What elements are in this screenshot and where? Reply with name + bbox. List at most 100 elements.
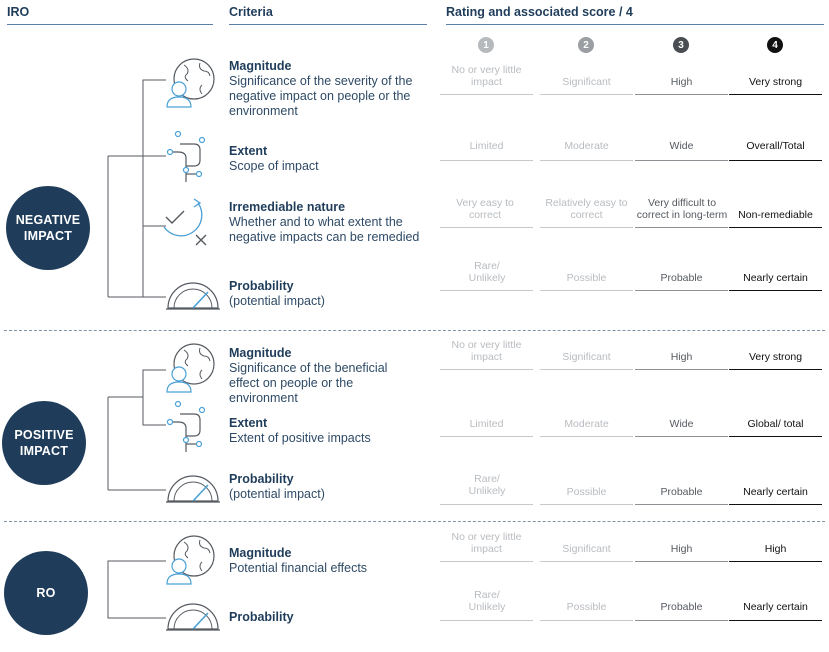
rating-underline (635, 160, 728, 161)
score-badge-4: 4 (767, 37, 783, 53)
rating-cell: Rare/ Unlikely (468, 260, 506, 284)
criterion-description: Significance of the beneficial effect on… (229, 361, 388, 405)
score-badge-3: 3 (673, 37, 689, 53)
rating-underline (540, 561, 633, 562)
rating-underline (540, 160, 633, 161)
rating-underline (729, 369, 822, 370)
rating-cell: Non-remediable (738, 209, 813, 221)
criteria-header: Criteria (229, 5, 273, 19)
rating-cell: Significant (562, 351, 611, 363)
rating-cell: High (670, 543, 693, 555)
rating-underline (635, 369, 728, 370)
rating-cell: Very difficult to correct in long-term (636, 197, 728, 221)
rating-underline (440, 561, 533, 562)
group-label: RO (36, 586, 56, 600)
criterion-description: Whether and to what extent the negative … (229, 215, 420, 244)
criterion-description: (potential impact) (229, 487, 325, 501)
gauge-icon (166, 282, 220, 310)
criterion-title: Irremediable nature (229, 200, 346, 214)
gauge-icon (166, 603, 220, 631)
rating-cell: No or very little impact (451, 531, 522, 555)
rating-underline (729, 290, 822, 291)
rating-underline (440, 227, 533, 228)
criterion-description: Potential financial effects (229, 561, 368, 575)
rating-cell: Very strong (748, 351, 803, 363)
rating-underline (440, 94, 533, 95)
globe-person-icon (166, 58, 215, 108)
globe-person-icon (166, 343, 215, 393)
rating-cell: Global/ total (747, 418, 804, 430)
rating-cell: No or very little impact (451, 339, 522, 363)
rating-underline (729, 561, 822, 562)
rating-underline (729, 620, 822, 621)
rating-cell: Probable (660, 601, 703, 613)
iro-header: IRO (7, 5, 30, 19)
rating-underline (729, 227, 822, 228)
criterion-title: Probability (229, 610, 294, 624)
rating-underline (540, 227, 633, 228)
rating-underline (440, 504, 533, 505)
negative-impact-circle: NEGATIVE IMPACT (6, 186, 90, 270)
group-label: NEGATIVE IMPACT (15, 213, 81, 243)
rating-underline (635, 504, 728, 505)
rating-cell: Significant (562, 543, 611, 555)
rating-cell: Possible (566, 272, 607, 284)
criterion-title: Probability (229, 472, 294, 486)
rating-underline (635, 561, 728, 562)
rating-cell: Overall/Total (746, 140, 805, 152)
score-badge-1: 1 (478, 37, 494, 53)
score-badge-2: 2 (578, 37, 594, 53)
rating-underline (635, 94, 728, 95)
rating-underline (729, 436, 822, 437)
rating-underline (635, 436, 728, 437)
criterion-title: Extent (229, 416, 268, 430)
rating-cell: Limited (469, 140, 504, 152)
rating-underline (440, 160, 533, 161)
rating-cell: Rare/ Unlikely (468, 473, 506, 497)
criterion-description: Significance of the severity of the nega… (229, 74, 413, 118)
rating-cell: High (764, 543, 787, 555)
rating-cell: Limited (469, 418, 504, 430)
criterion-description: Scope of impact (229, 159, 319, 173)
rating-cell: Wide (669, 418, 694, 430)
rating-underline (540, 504, 633, 505)
ro-circle: RO (4, 551, 88, 635)
group-separator (4, 521, 825, 522)
rating-underline (635, 290, 728, 291)
group-separator (4, 330, 825, 331)
rating-underline (635, 227, 728, 228)
rating-underline (440, 436, 533, 437)
rating-cell: Relatively easy to correct (545, 197, 628, 221)
rating-underline (729, 160, 822, 161)
group-label: POSITIVE IMPACT (14, 428, 74, 458)
rating-cell: Very easy to correct (456, 197, 514, 221)
rating-header-rule (446, 24, 824, 25)
tree-branch-icon (166, 130, 206, 182)
rating-cell: Wide (669, 140, 694, 152)
criterion-title: Magnitude (229, 346, 292, 360)
globe-person-icon (166, 535, 215, 585)
gauge-icon (166, 475, 220, 503)
criterion-title: Extent (229, 144, 268, 158)
rating-cell: Nearly certain (743, 486, 808, 498)
rating-underline (540, 436, 633, 437)
rating-underline (540, 290, 633, 291)
rating-cell: No or very little impact (451, 64, 522, 88)
criterion-description: (potential impact) (229, 294, 325, 308)
rating-cell: Probable (660, 272, 703, 284)
rating-header: Rating and associated score / 4 (446, 5, 633, 19)
rating-underline (440, 290, 533, 291)
rating-cell: Significant (562, 76, 611, 88)
criterion-description: Extent of positive impacts (229, 431, 371, 445)
rating-underline (540, 369, 633, 370)
criterion-title: Magnitude (229, 546, 292, 560)
rating-cell: Very strong (748, 76, 803, 88)
rating-underline (440, 620, 533, 621)
tree-branch-icon (166, 400, 206, 452)
rating-underline (540, 620, 633, 621)
rating-cell: High (670, 76, 693, 88)
rating-cell: High (670, 351, 693, 363)
rating-underline (729, 504, 822, 505)
positive-impact-circle: POSITIVE IMPACT (2, 401, 86, 485)
iro-header-rule (7, 24, 213, 25)
